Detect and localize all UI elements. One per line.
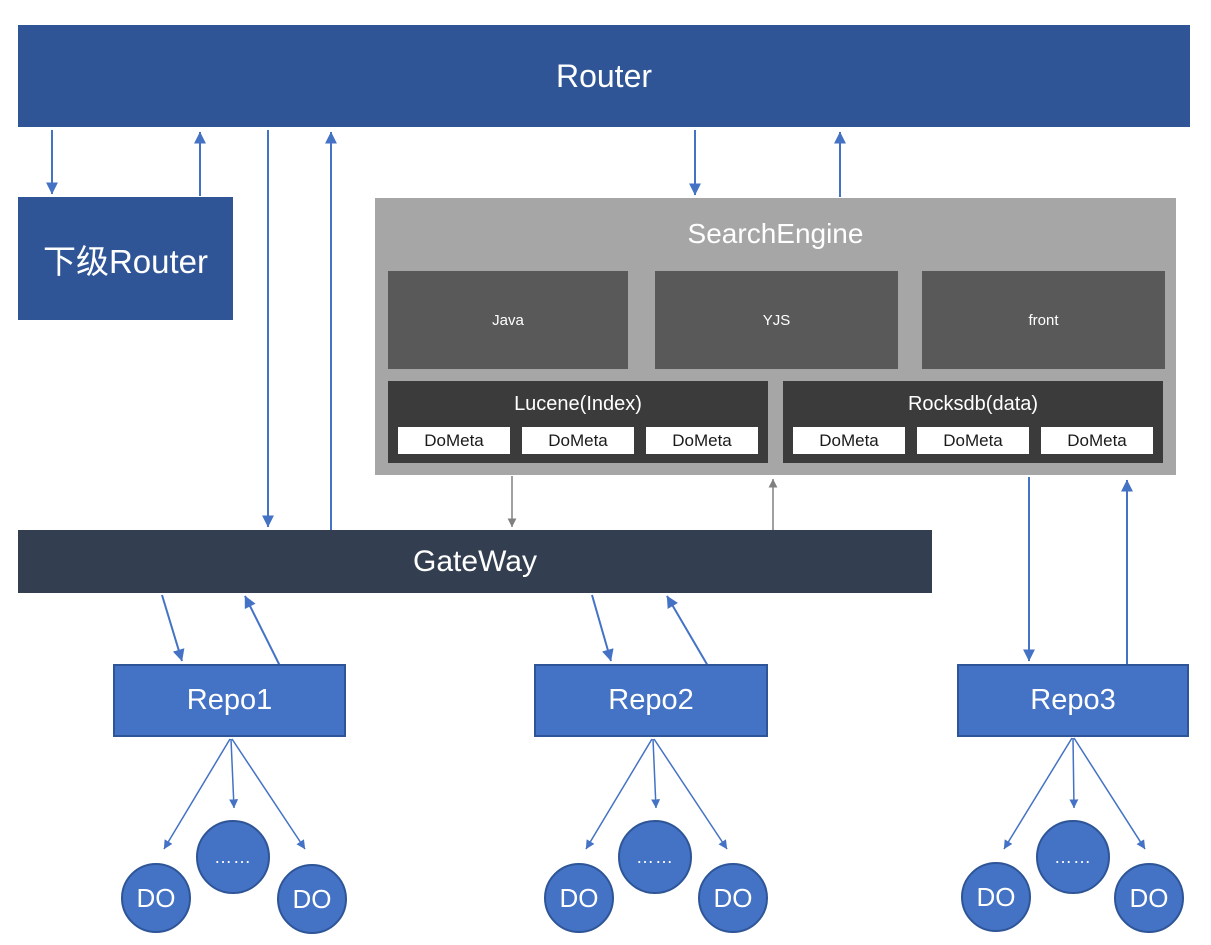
edge-repo3-to-do-left [1003, 737, 1073, 850]
repo1-do-right-circle: DO [277, 864, 347, 934]
edge-repo1-to-dots [229, 738, 239, 809]
dometa-box: DoMeta [398, 427, 510, 454]
repo2-dots-circle: …… [618, 820, 692, 894]
search-engine-title: SearchEngine [687, 218, 864, 249]
dots-label: …… [1054, 846, 1092, 867]
repo2-label: Repo2 [608, 684, 694, 716]
store-rocksdb: Rocksdb(data) DoMeta DoMeta DoMeta [783, 381, 1163, 463]
store-lucene-items: DoMeta DoMeta DoMeta [388, 427, 768, 454]
store-rocksdb-title: Rocksdb(data) [907, 392, 1039, 415]
store-lucene: Lucene(Index) DoMeta DoMeta DoMeta [388, 381, 768, 463]
edge-repo1-to-gateway [244, 595, 281, 667]
do-label: DO [713, 882, 753, 913]
do-label: DO [136, 882, 176, 913]
gateway-box: GateWay [18, 530, 932, 593]
module-java: Java [388, 271, 628, 369]
repo3-do-left-circle: DO [961, 862, 1031, 932]
store-lucene-title: Lucene(Index) [514, 392, 642, 415]
repo3-do-right-circle: DO [1114, 863, 1184, 933]
repo1-dots-circle: …… [196, 820, 270, 894]
do-label: DO [559, 882, 599, 913]
edge-gateway-to-repo2 [591, 594, 614, 662]
do-label: DO [976, 881, 1016, 912]
gateway-label: GateWay [413, 544, 537, 578]
dometa-box: DoMeta [917, 427, 1029, 454]
edge-repo2-to-do-right [653, 738, 728, 850]
module-front-label: front [1028, 311, 1059, 329]
repo3-label: Repo3 [1030, 684, 1116, 716]
module-yjs-label: YJS [762, 311, 791, 329]
module-front: front [922, 271, 1165, 369]
dometa-box: DoMeta [646, 427, 758, 454]
edge-repo2-to-do-left [585, 738, 653, 850]
do-label: DO [292, 883, 332, 914]
router-box: Router [18, 25, 1190, 127]
edge-repo3-to-do-right [1073, 737, 1146, 850]
repo3-box: Repo3 [957, 664, 1189, 737]
repo2-box: Repo2 [534, 664, 768, 737]
edge-repo2-to-gateway [666, 595, 709, 667]
repo3-dots-circle: …… [1036, 820, 1110, 894]
edge-repo1-to-do-left [163, 738, 231, 850]
dometa-box: DoMeta [793, 427, 905, 454]
repo1-box: Repo1 [113, 664, 346, 737]
dots-label: …… [214, 846, 252, 867]
edge-repo2-to-dots [651, 738, 661, 809]
dometa-box: DoMeta [1041, 427, 1153, 454]
edge-repo1-to-do-right [231, 738, 306, 850]
edge-repo3-to-dots [1069, 737, 1079, 809]
module-java-label: Java [492, 311, 524, 329]
module-yjs: YJS [655, 271, 898, 369]
router-label: Router [555, 57, 653, 94]
do-label: DO [1129, 882, 1169, 913]
sub-router-label: 下级Router [42, 242, 209, 280]
repo1-do-left-circle: DO [121, 863, 191, 933]
dometa-box: DoMeta [522, 427, 634, 454]
sub-router-box: 下级Router [18, 197, 233, 320]
store-rocksdb-items: DoMeta DoMeta DoMeta [783, 427, 1163, 454]
search-engine-container: SearchEngine Java YJS front Lucene(Index… [375, 198, 1176, 475]
repo2-do-left-circle: DO [544, 863, 614, 933]
repo1-label: Repo1 [186, 684, 273, 716]
edge-gateway-to-repo1 [161, 594, 185, 662]
dots-label: …… [636, 846, 674, 867]
repo2-do-right-circle: DO [698, 863, 768, 933]
